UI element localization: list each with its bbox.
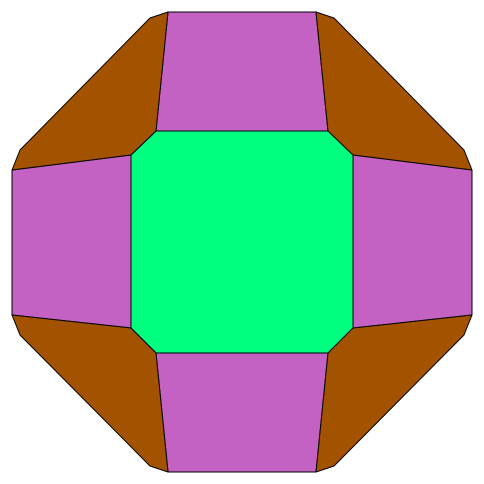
triangle-face-top-right — [315, 11, 473, 171]
octagon-face-center — [130, 130, 354, 354]
triangle-face-bottom-left — [11, 314, 169, 473]
square-face-left — [11, 154, 132, 329]
square-face-right — [352, 154, 473, 329]
square-face-top — [155, 11, 329, 132]
polyhedron-faces — [11, 11, 473, 473]
square-face-bottom — [155, 352, 329, 473]
triangle-face-bottom-right — [315, 314, 473, 473]
triangle-face-top-left — [11, 11, 169, 171]
